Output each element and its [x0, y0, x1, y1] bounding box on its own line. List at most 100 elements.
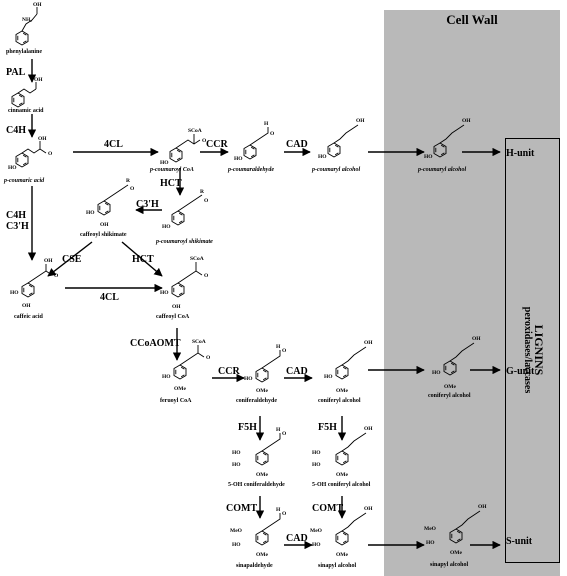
svg-text:H: H [276, 427, 281, 433]
svg-text:HO: HO [432, 370, 441, 376]
svg-text:OMe: OMe [256, 472, 268, 478]
enzyme-c3h-b: C3'H [6, 221, 29, 232]
svg-text:OH: OH [100, 222, 109, 228]
compound-caffeoyl-coa: caffeoyl CoA [156, 314, 190, 320]
compound-pcoumaryl-alcohol-wall: p-coumaryl alcohol [417, 167, 466, 173]
svg-text:OH: OH [472, 336, 481, 342]
enzyme-pal: PAL [6, 67, 26, 78]
compound-names: phenylalanine cinnamic acid p-coumaric a… [3, 49, 471, 569]
compound-pcoumaroyl-coa: p-coumaroyl CoA [149, 167, 194, 173]
compound-feruoyl-coa: feruoyl CoA [160, 398, 192, 404]
svg-text:HO: HO [232, 542, 241, 548]
svg-text:HO: HO [234, 156, 243, 162]
svg-text:HO: HO [312, 462, 321, 468]
svg-text:MeO: MeO [230, 528, 243, 534]
structure-sinapyl-alcohol: OH MeO HO OMe [310, 506, 373, 558]
svg-text:H: H [276, 507, 281, 513]
svg-text:HO: HO [8, 165, 17, 171]
svg-text:O: O [204, 198, 209, 204]
svg-text:H: H [264, 121, 269, 127]
svg-text:SCoA: SCoA [190, 256, 204, 262]
compound-5oh-coniferaldehyde: 5-OH coniferaldehyde [228, 482, 285, 488]
svg-text:OH: OH [356, 118, 365, 124]
cell-wall-title: Cell Wall [446, 12, 498, 27]
structure-pcoumaryl-alcohol: OH HO [318, 118, 365, 160]
svg-text:HO: HO [232, 450, 241, 456]
svg-text:OMe: OMe [450, 550, 462, 556]
compound-cinnamic: cinnamic acid [8, 108, 44, 114]
svg-text:MeO: MeO [310, 528, 323, 534]
arrow-hct-mid [121, 241, 163, 277]
svg-text:HO: HO [426, 540, 435, 546]
svg-text:OH: OH [38, 136, 47, 142]
compound-5oh-coniferyl-alcohol: 5-OH coniferyl alcohol [312, 482, 371, 488]
h-unit-label: H-unit [506, 148, 535, 159]
svg-text:HO: HO [162, 224, 171, 230]
svg-text:HO: HO [312, 542, 321, 548]
svg-text:O: O [282, 348, 287, 354]
structure-5oh-coniferaldehyde: O H HO HO OMe [232, 427, 287, 478]
compound-caffeic: caffeic acid [14, 314, 43, 320]
structures: OH NH₂ OH OH O HO [8, 2, 487, 558]
enzyme-hct-mid: HCT [132, 254, 154, 265]
enzyme-cad-s: CAD [286, 533, 308, 544]
svg-text:OH: OH [22, 303, 31, 309]
svg-text:O: O [270, 131, 275, 137]
compound-pcoumaryl-alcohol: p-coumaryl alcohol [311, 167, 360, 173]
structure-pcoumaroyl-coa: SCoA O HO [160, 128, 207, 166]
svg-text:OMe: OMe [174, 386, 186, 392]
compound-pcoumaric: p-coumaric acid [3, 178, 45, 184]
enzyme-c4h-b: C4H [6, 210, 26, 221]
svg-text:MeO: MeO [424, 526, 437, 532]
enzyme-ccr-g: CCR [218, 366, 240, 377]
structure-pcoumaroyl-shikimate: R O HO [162, 189, 209, 230]
svg-text:OMe: OMe [336, 388, 348, 394]
structure-coniferyl-alcohol: OH HO OMe [324, 340, 373, 394]
svg-text:O: O [282, 431, 287, 437]
svg-text:OH: OH [364, 426, 373, 432]
enzyme-comt-2: COMT [312, 503, 343, 514]
svg-text:O: O [204, 273, 209, 279]
enzyme-labels: PAL C4H C4H C3'H 4CL CCR CAD HCT C3'H CS… [6, 67, 343, 544]
svg-text:OH: OH [364, 340, 373, 346]
svg-text:OMe: OMe [336, 472, 348, 478]
svg-text:HO: HO [244, 376, 253, 382]
svg-text:O: O [282, 511, 287, 517]
structure-coniferaldehyde: O H HO OMe [244, 344, 287, 394]
svg-text:SCoA: SCoA [192, 339, 206, 345]
svg-text:OMe: OMe [256, 552, 268, 558]
arrow-cse [47, 241, 93, 277]
svg-text:O: O [48, 151, 53, 157]
svg-text:HO: HO [312, 450, 321, 456]
compound-sinapyl-alcohol: sinapyl alcohol [318, 563, 357, 569]
svg-text:OMe: OMe [336, 552, 348, 558]
compound-coniferyl-alcohol: coniferyl alcohol [318, 398, 361, 404]
svg-text:O: O [202, 138, 207, 144]
enzyme-ccr-top: CCR [206, 139, 228, 150]
structure-5oh-coniferyl-alcohol: OH HO HO OMe [312, 426, 373, 478]
enzyme-cad-top: CAD [286, 139, 308, 150]
svg-text:HO: HO [160, 290, 169, 296]
enzyme-cad-g: CAD [286, 366, 308, 377]
compound-coniferaldehyde: coniferaldehyde [236, 398, 277, 404]
enzyme-cse: CSE [62, 254, 82, 265]
enzyme-c4h: C4H [6, 125, 26, 136]
structure-cinnamic: OH [11, 77, 43, 108]
enzyme-c3h: C3'H [136, 199, 159, 210]
compound-caffeoyl-shikimate: caffeoyl shikimate [80, 232, 127, 238]
structure-sinapyl-alcohol-wall: OH MeO HO OMe [424, 504, 487, 556]
svg-text:HO: HO [160, 160, 169, 166]
svg-text:OH: OH [478, 504, 487, 510]
svg-text:O: O [54, 273, 59, 279]
enzyme-comt-1: COMT [226, 503, 257, 514]
enzyme-ccoaomt: CCoAOMT [130, 338, 181, 349]
svg-text:O: O [130, 186, 135, 192]
svg-text:O: O [206, 355, 211, 361]
svg-text:HO: HO [324, 374, 333, 380]
svg-text:OH: OH [462, 118, 471, 124]
svg-text:R: R [126, 178, 131, 184]
structure-pcoumaraldehyde: H O HO [234, 121, 275, 162]
svg-text:OH: OH [44, 258, 53, 264]
compound-coniferyl-alcohol-wall: coniferyl alcohol [428, 393, 471, 399]
